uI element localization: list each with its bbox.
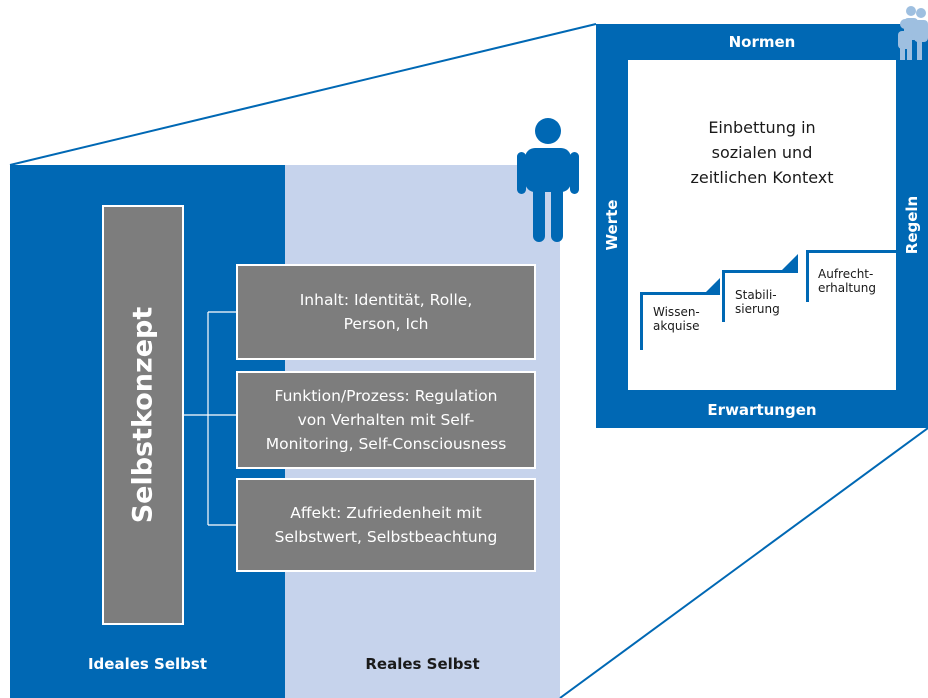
person-icon bbox=[517, 118, 579, 242]
context-line: zeitlichen Kontext bbox=[690, 168, 834, 187]
content-box-affekt: Affekt: Zufriedenheit mit Selbstwert, Se… bbox=[236, 478, 536, 572]
box-line: Monitoring, Self-Consciousness bbox=[265, 435, 507, 453]
context-line: Einbettung in bbox=[708, 118, 816, 137]
content-box-funktion: Funktion/Prozess: Regulation von Verhalt… bbox=[236, 371, 536, 469]
step-line: sierung bbox=[735, 302, 780, 316]
context-line: sozialen und bbox=[711, 143, 813, 162]
values-label: Werte bbox=[603, 199, 621, 251]
people-group-icon bbox=[898, 6, 928, 60]
box-line: Funktion/Prozess: Regulation bbox=[274, 387, 498, 405]
step-line: akquise bbox=[653, 319, 700, 333]
step-knowledge-acquisition: Wissen- akquise bbox=[653, 305, 700, 333]
real-self-label: Reales Selbst bbox=[365, 655, 480, 673]
content-box-inhalt: Inhalt: Identität, Rolle, Person, Ich bbox=[236, 264, 536, 360]
box-line: Affekt: Zufriedenheit mit bbox=[290, 504, 482, 522]
expectations-label: Erwartungen bbox=[707, 401, 817, 419]
box-line: von Verhalten mit Self- bbox=[297, 411, 475, 429]
step-line: Stabili- bbox=[735, 288, 777, 302]
box-line: Inhalt: Identität, Rolle, bbox=[299, 291, 473, 309]
ideal-self-label: Ideales Selbst bbox=[87, 655, 208, 673]
context-inner-area bbox=[628, 60, 896, 390]
context-description: Einbettung in sozialen und zeitlichen Ko… bbox=[650, 115, 874, 190]
rules-label: Regeln bbox=[903, 195, 921, 255]
selbstkonzept-bar: Selbstkonzept bbox=[102, 205, 184, 625]
selbstkonzept-label: Selbstkonzept bbox=[127, 306, 159, 524]
step-line: erhaltung bbox=[818, 281, 876, 295]
box-line: Person, Ich bbox=[343, 315, 429, 333]
step-maintenance: Aufrecht- erhaltung bbox=[818, 267, 876, 295]
box-line: Selbstwert, Selbstbeachtung bbox=[274, 528, 498, 546]
stair-steps bbox=[640, 250, 896, 350]
step-line: Wissen- bbox=[653, 305, 700, 319]
step-stabilization: Stabili- sierung bbox=[735, 288, 780, 316]
norms-label: Normen bbox=[728, 33, 796, 51]
step-line: Aufrecht- bbox=[818, 267, 874, 281]
